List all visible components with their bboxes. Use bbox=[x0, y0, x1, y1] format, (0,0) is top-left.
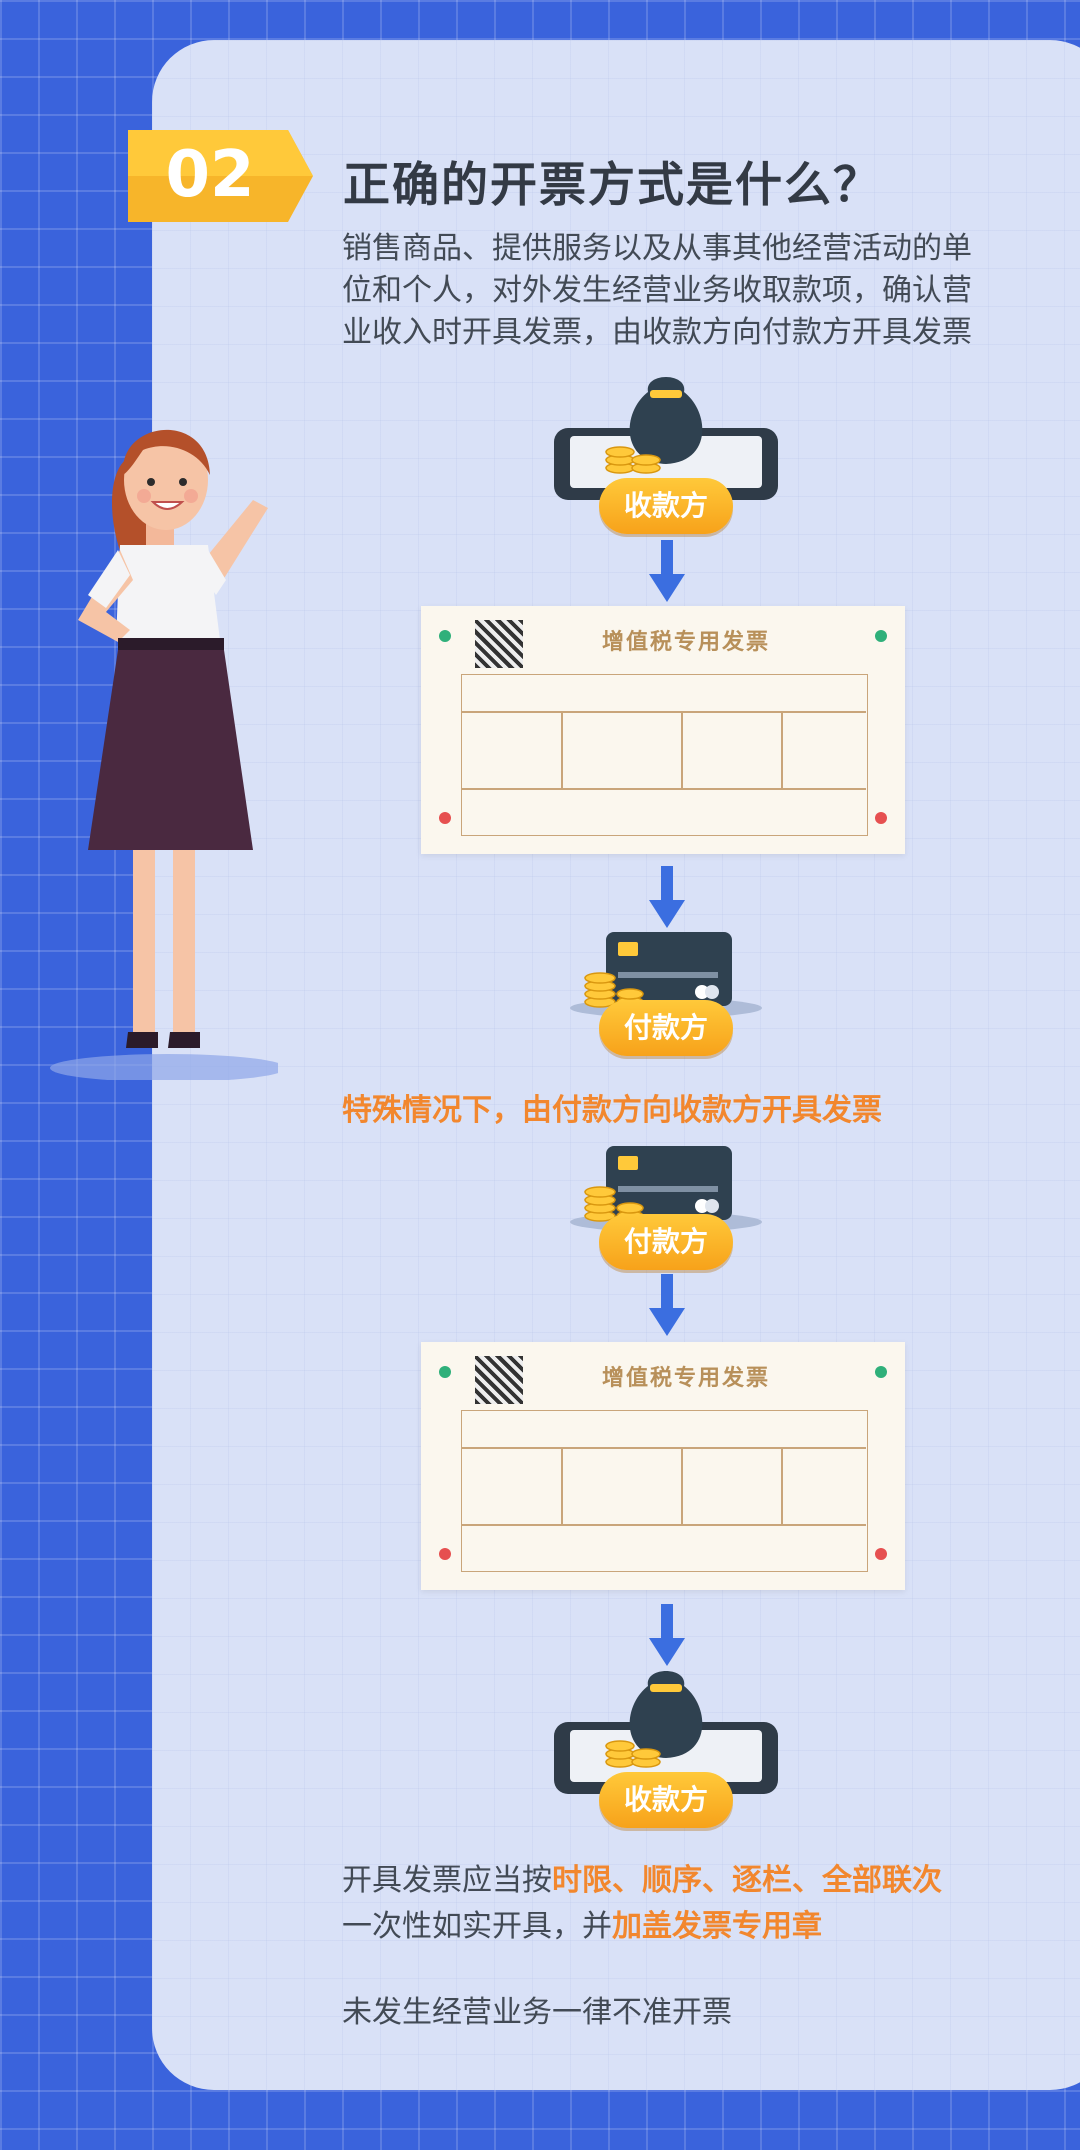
rule-text: 开具发票应当按时限、顺序、逐栏、全部联次一次性如实开具，并加盖发票专用章 bbox=[342, 1858, 1002, 1950]
arrow-down-icon bbox=[649, 1604, 685, 1666]
invoice-image: 增值税专用发票 bbox=[421, 606, 905, 854]
qr-code-icon bbox=[475, 620, 523, 668]
invoice-image: 增值税专用发票 bbox=[421, 1342, 905, 1590]
rule-highlight-1: 时限、顺序、逐栏、全部联次 bbox=[552, 1863, 942, 1898]
arrow-down-icon bbox=[649, 866, 685, 928]
intro-text: 销售商品、提供服务以及从事其他经营活动的单位和个人，对外发生经营业务收取款项，确… bbox=[342, 231, 972, 350]
rule-part2: 一次性如实开具，并 bbox=[342, 1909, 612, 1944]
woman-illustration bbox=[50, 429, 278, 1080]
rule-highlight-2: 加盖发票专用章 bbox=[612, 1909, 822, 1944]
payee-tablet-icon bbox=[554, 1671, 778, 1794]
qr-code-icon bbox=[475, 1356, 523, 1404]
invoice-title: 增值税专用发票 bbox=[601, 629, 770, 655]
special-case-text: 特殊情况下，由付款方向收款方开具发票 bbox=[342, 1093, 882, 1128]
final-note: 未发生经营业务一律不准开票 bbox=[342, 1995, 732, 2030]
number-badge: 02 bbox=[128, 130, 313, 222]
rule-part1: 开具发票应当按 bbox=[342, 1863, 552, 1898]
badge-number: 02 bbox=[165, 138, 254, 212]
page-title: 正确的开票方式是什么？ bbox=[343, 158, 882, 213]
payee-label: 收款方 bbox=[599, 478, 733, 534]
invoice-title: 增值税专用发票 bbox=[601, 1365, 770, 1391]
content-card bbox=[152, 40, 1080, 2090]
payer-label: 付款方 bbox=[599, 1000, 733, 1056]
payer-label: 付款方 bbox=[599, 1214, 733, 1270]
payee-tablet-icon bbox=[554, 377, 778, 500]
arrow-down-icon bbox=[649, 540, 685, 602]
payee-label: 收款方 bbox=[599, 1772, 733, 1828]
arrow-down-icon bbox=[649, 1274, 685, 1336]
